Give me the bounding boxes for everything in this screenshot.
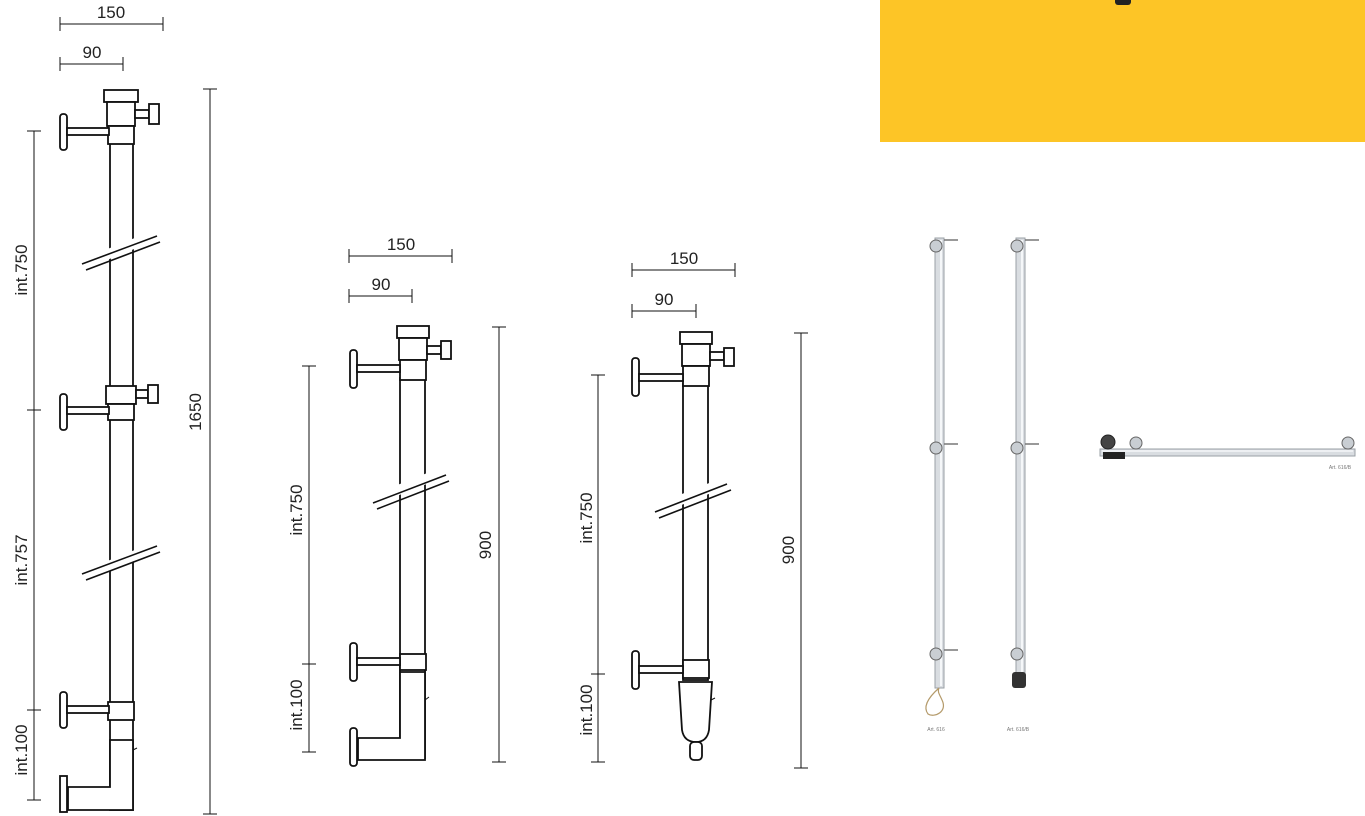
banner-mark (1115, 0, 1131, 5)
mid-valve-stem (135, 389, 149, 399)
break-mark-4 (652, 475, 733, 519)
photo-caption-1: Art. 616 (927, 727, 945, 733)
bottom-wall-plate (59, 775, 68, 813)
bracket-arm-2 (66, 406, 110, 415)
top-collar (107, 125, 135, 145)
drawing-900-a: 150 90 900 int.750 int.100 (287, 235, 506, 767)
product-photo: Art. 616 Art. 616/B Art. 616/B (925, 237, 1356, 733)
dim-150-line-3 (631, 263, 736, 277)
int-750-label-3: int.750 (577, 492, 596, 543)
wall-plate-2a (349, 349, 358, 389)
heater-end (689, 741, 703, 761)
bottom-elbow (67, 739, 134, 811)
bracket-arm-2b (356, 657, 401, 666)
valve-stem-3 (709, 351, 725, 361)
pipe-3 (682, 383, 709, 681)
wall-plate-3a (631, 357, 640, 397)
bracket-arm-1 (66, 127, 110, 136)
dim-90-label-2: 90 (372, 275, 391, 294)
break-mark-3 (370, 465, 451, 510)
dim-int-left-2 (302, 365, 316, 753)
wall-plate-2b (349, 642, 358, 682)
dim-150-label-3: 150 (670, 249, 698, 268)
dim-90-label: 90 (83, 43, 102, 62)
valve-handle-2 (440, 340, 452, 360)
wall-plate-1 (59, 113, 68, 151)
yellow-banner (880, 0, 1365, 142)
dim-1650-line (203, 88, 217, 815)
dim-150-label-2: 150 (387, 235, 415, 254)
wall-plate-3 (59, 691, 68, 729)
break-mark-1 (80, 229, 161, 271)
drawing-900-b: 150 90 900 int.750 int.100 (577, 249, 808, 769)
bracket-arm-3b (638, 665, 684, 674)
top-valve-body-3 (681, 343, 711, 367)
dim-90-line-3 (631, 304, 697, 318)
bracket-arm-3a (638, 373, 684, 382)
top-cap-3 (679, 331, 713, 345)
photo-rod-1 (925, 237, 958, 716)
mid-collar (107, 403, 135, 421)
valve-stem-2 (426, 345, 442, 355)
dim-150-line (59, 17, 164, 31)
int-757-label: int.757 (12, 534, 31, 585)
photo-caption-2: Art. 616/B (1007, 727, 1030, 733)
dim-90-line (59, 57, 124, 71)
dim-90-line-2 (348, 289, 413, 303)
mid-valve-handle (147, 384, 159, 404)
dim-150-label: 150 (97, 3, 125, 22)
valve-handle-stem (134, 109, 150, 119)
photo-rod-horizontal (1099, 434, 1356, 459)
bottom-wall-plate-2 (349, 727, 358, 767)
dim-1650-label: 1650 (186, 393, 205, 431)
dim-90-label-3: 90 (655, 290, 674, 309)
int-750-label: int.750 (12, 244, 31, 295)
top-collar-2 (399, 359, 427, 381)
dim-900-line-2 (492, 326, 506, 763)
dim-150-line-2 (348, 249, 453, 263)
bracket-arm-3 (66, 705, 110, 714)
dim-900-line-3 (794, 332, 808, 769)
valve-handle-3 (723, 347, 735, 367)
top-cap-2 (396, 325, 430, 339)
low-collar-2 (399, 653, 427, 671)
photo-rod-2 (1010, 237, 1039, 688)
wall-plate-3b (631, 650, 640, 690)
heater-tip (678, 681, 713, 743)
top-valve-body-2 (398, 337, 428, 361)
top-collar-3 (682, 365, 710, 387)
bottom-elbow-2 (357, 671, 426, 761)
int-100-label-2: int.100 (287, 679, 306, 730)
dim-900-label-3: 900 (779, 536, 798, 564)
int-100-label-3: int.100 (577, 684, 596, 735)
mid-valve-body (105, 385, 137, 405)
top-valve-body (106, 101, 136, 127)
wall-plate-2 (59, 393, 68, 431)
break-mark-2 (80, 541, 161, 582)
photo-caption-3: Art. 616/B (1329, 465, 1352, 471)
dim-int-left-3 (591, 374, 605, 763)
dim-900-label-2: 900 (476, 531, 495, 559)
int-750-label-2: int.750 (287, 484, 306, 535)
low-collar-3 (682, 659, 710, 679)
low-collar (107, 701, 135, 721)
valve-handle (148, 103, 160, 125)
bracket-arm-2a (356, 364, 401, 373)
dim-int-left (27, 130, 41, 801)
int-100-label: int.100 (12, 724, 31, 775)
drawing-1650: 150 90 1650 int.750 int.757 int.100 (12, 3, 217, 815)
top-cap (103, 89, 139, 103)
